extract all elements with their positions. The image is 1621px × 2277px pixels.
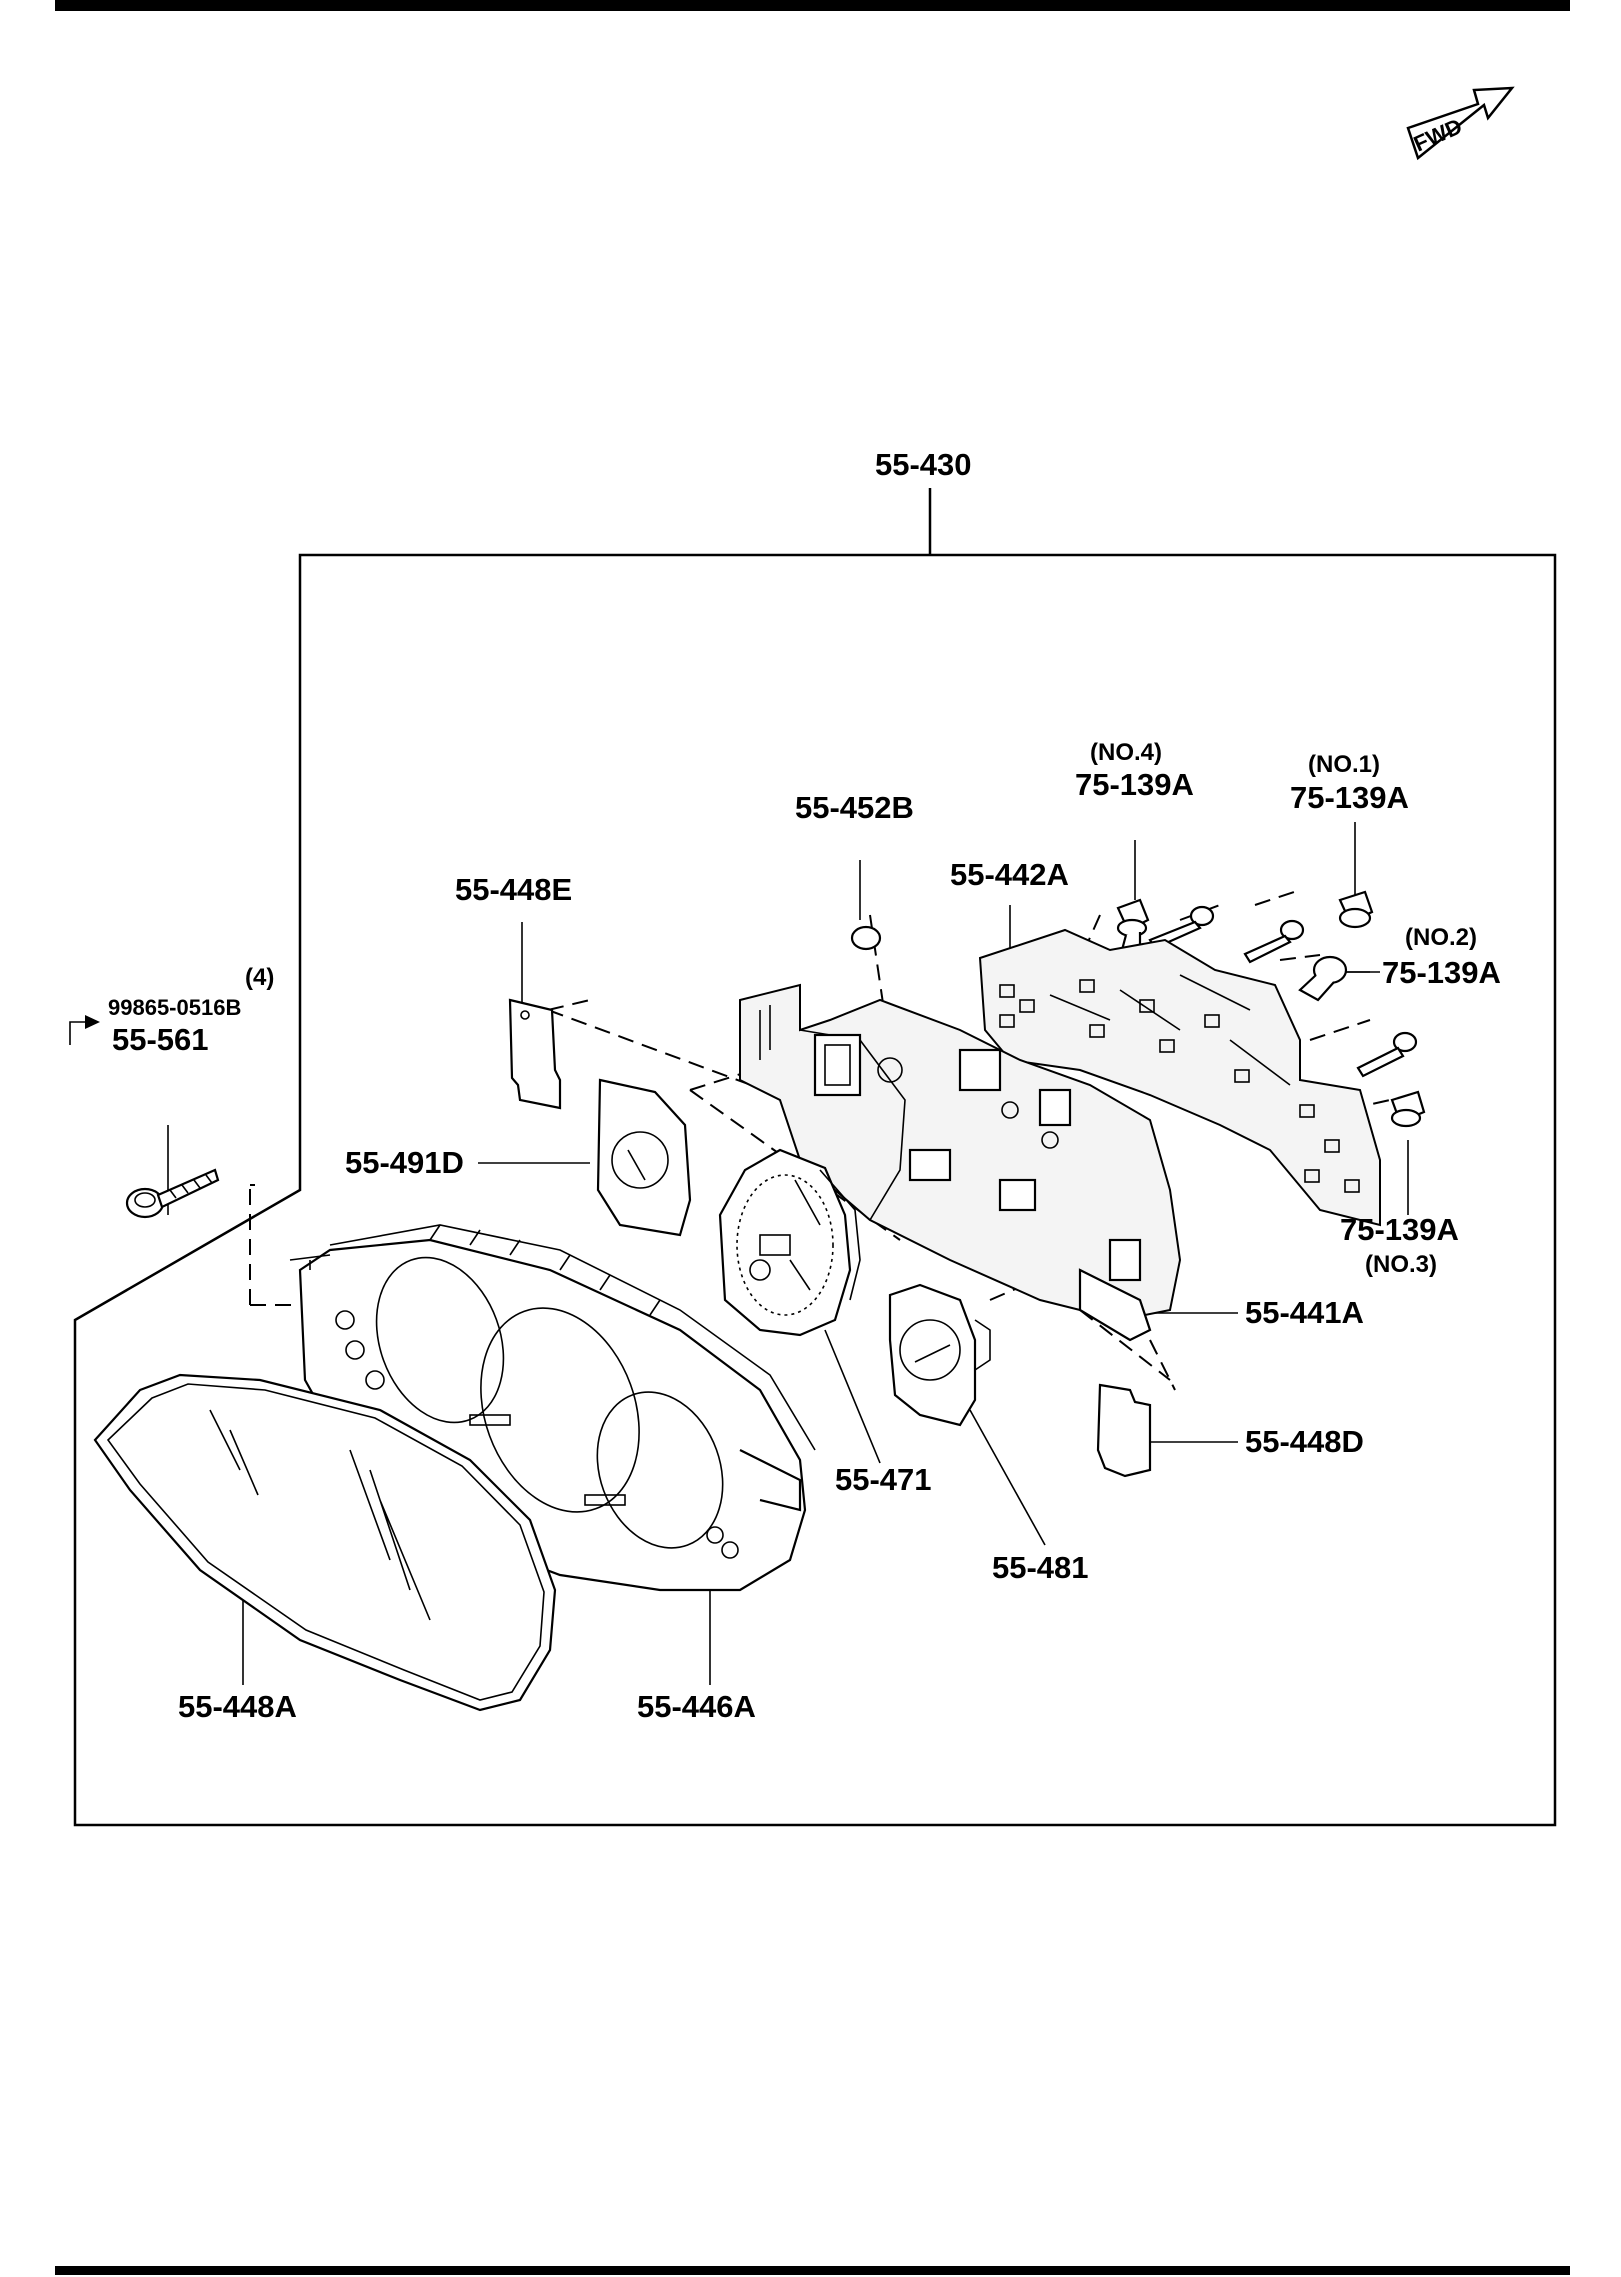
label-55-452b: 55-452B: [795, 790, 914, 825]
dial-55-471: [718, 1148, 861, 1337]
cap-55-452b: [850, 925, 882, 951]
label-55-471: 55-471: [835, 1462, 932, 1497]
lens-55-448a: [93, 1373, 557, 1712]
label-screw-alt: 99865-0516B: [108, 995, 241, 1020]
label-assembly-55-430: 55-430: [875, 447, 972, 482]
label-55-448a: 55-448A: [178, 1689, 297, 1724]
gauge-55-481: [888, 1283, 991, 1427]
label-no3-note: (NO.3): [1365, 1251, 1437, 1278]
circuit-board-55-442a: [978, 928, 1381, 1227]
screw-upper-2: [1243, 919, 1305, 964]
callout-labels: 55-430 (NO.4) 75-139A (NO.1) 75-139A (NO…: [108, 447, 1501, 1724]
fwd-label: FWD: [1410, 113, 1466, 156]
plate-55-448d: [1096, 1383, 1152, 1478]
label-55-441a: 55-441A: [1245, 1295, 1364, 1330]
label-no4-note: (NO.4): [1090, 739, 1162, 766]
bulb-socket-no2: [1298, 955, 1348, 1002]
label-no2-note: (NO.2): [1405, 924, 1477, 951]
top-rule: [55, 0, 1570, 11]
bulb-socket-no1: [1338, 890, 1374, 929]
gauge-55-491d: [596, 1078, 692, 1237]
bulb-socket-no3: [1390, 1090, 1426, 1128]
label-bulb-no2: 75-139A: [1382, 955, 1501, 990]
leader-lines: [69, 822, 1409, 1685]
label-bulb-no4: 75-139A: [1075, 767, 1194, 802]
label-55-448e: 55-448E: [455, 872, 572, 907]
label-55-491d: 55-491D: [345, 1145, 464, 1180]
screw-55-561: [125, 1168, 220, 1219]
screw-right-1: [1356, 1031, 1418, 1078]
label-55-442a: 55-442A: [950, 857, 1069, 892]
meter-housing-55-441a: [739, 983, 1182, 1342]
bulb-socket-no4: [1116, 898, 1150, 952]
assembly-frame: [73, 488, 1557, 1827]
label-55-481: 55-481: [992, 1550, 1089, 1585]
plate-55-448e: [508, 998, 562, 1110]
label-no1-note: (NO.1): [1308, 751, 1380, 778]
label-55-561: 55-561: [112, 1022, 209, 1057]
label-55-448d: 55-448D: [1245, 1424, 1364, 1459]
fwd-arrow-icon: FWD: [1406, 86, 1515, 161]
label-55-446a: 55-446A: [637, 1689, 756, 1724]
label-bulb-no1: 75-139A: [1290, 780, 1409, 815]
bottom-rule: [55, 2266, 1570, 2275]
label-bulb-no3: 75-139A: [1340, 1212, 1459, 1247]
label-qty-4: (4): [245, 964, 274, 991]
